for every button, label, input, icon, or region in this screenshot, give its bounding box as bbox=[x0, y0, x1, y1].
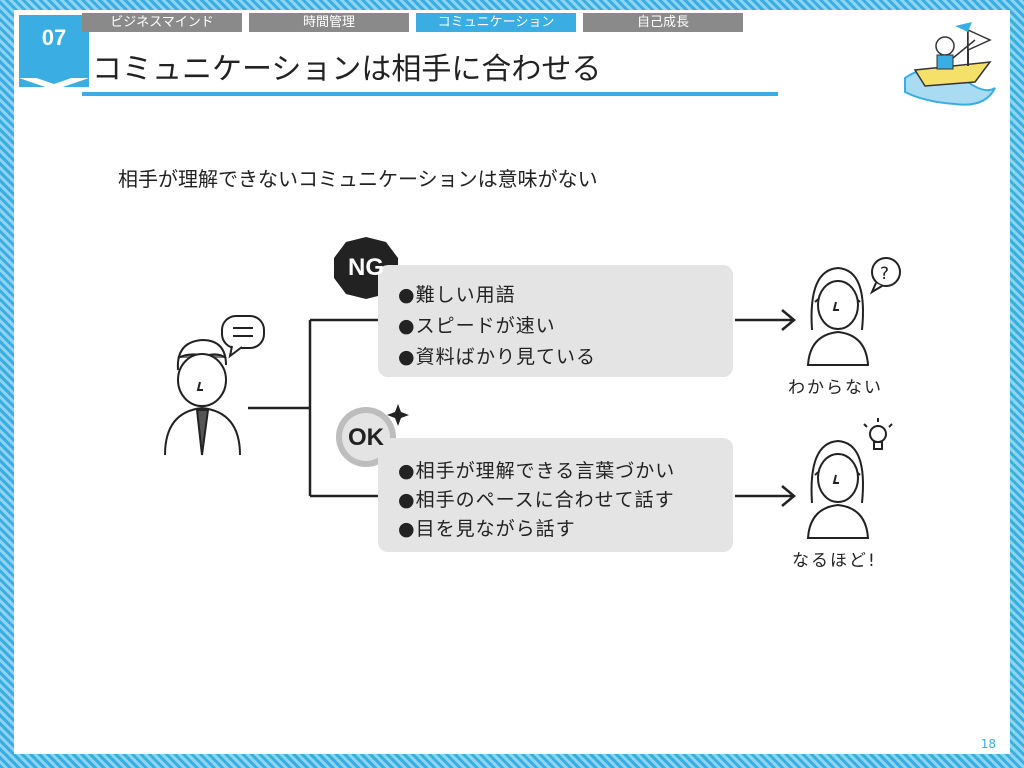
ok-item: ●目を見ながら話す bbox=[398, 518, 576, 540]
listener-understanding-illustration bbox=[806, 439, 870, 539]
tab-self-growth[interactable]: 自己成長 bbox=[583, 13, 743, 32]
ok-item: ●相手が理解できる言葉づかい bbox=[398, 460, 676, 482]
question-mark: ? bbox=[880, 264, 889, 284]
arrow-icon bbox=[735, 309, 796, 507]
section-tabs: ビジネスマインド 時間管理 コミュニケーション 自己成長 bbox=[82, 13, 743, 32]
ok-result-label: なるほど! bbox=[792, 551, 877, 571]
page-number: 18 bbox=[980, 737, 996, 751]
ng-badge-label: NG bbox=[348, 254, 384, 281]
tab-communication[interactable]: コミュニケーション bbox=[416, 13, 576, 32]
tab-business-mind[interactable]: ビジネスマインド bbox=[82, 13, 242, 32]
ng-item: ●資料ばかり見ている bbox=[398, 346, 596, 368]
tab-time-management[interactable]: 時間管理 bbox=[249, 13, 409, 32]
ng-item: ●スピードが速い bbox=[398, 315, 556, 337]
ng-result-label: わからない bbox=[788, 378, 883, 398]
connector-lines bbox=[248, 318, 378, 498]
ok-item: ●相手のペースに合わせて話す bbox=[398, 489, 675, 511]
subtitle: 相手が理解できないコミュニケーションは意味がない bbox=[118, 167, 598, 191]
chapter-number: 07 bbox=[41, 25, 67, 50]
ng-item: ●難しい用語 bbox=[398, 284, 516, 306]
ok-badge-label: OK bbox=[348, 424, 384, 451]
lightbulb-icon bbox=[863, 418, 893, 450]
ok-box bbox=[378, 438, 733, 552]
ng-box bbox=[378, 265, 733, 377]
page-title: コミュニケーションは相手に合わせる bbox=[92, 52, 602, 87]
speaker-illustration bbox=[164, 338, 241, 456]
listener-confused-illustration bbox=[806, 266, 870, 366]
speech-bubble-icon bbox=[221, 315, 265, 359]
title-underline bbox=[82, 92, 778, 96]
question-bubble-icon bbox=[869, 257, 901, 295]
